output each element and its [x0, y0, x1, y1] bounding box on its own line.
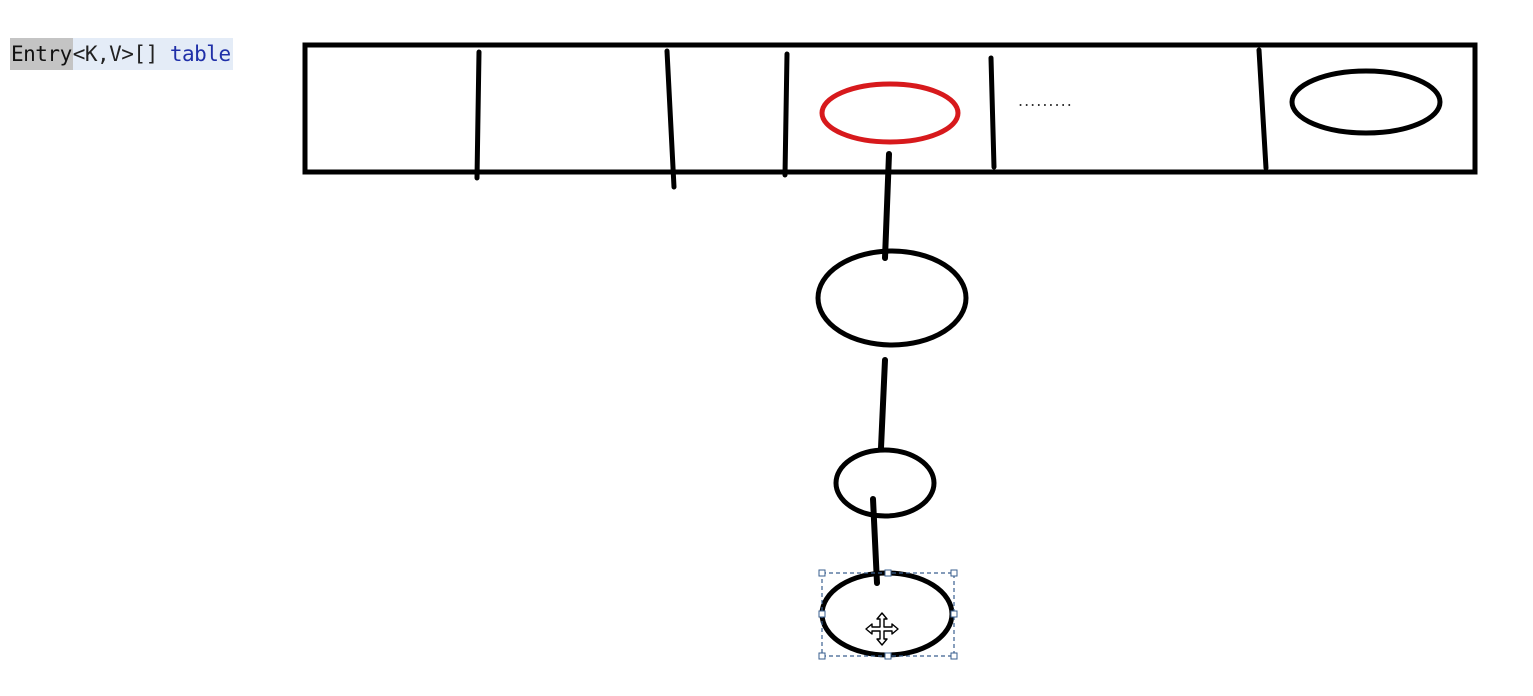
chain-node-selected[interactable]: [819, 570, 955, 658]
bucket-entry-highlighted[interactable]: [819, 81, 961, 145]
slot-divider: [474, 49, 482, 181]
code-type-token: Entry: [10, 38, 73, 70]
code-name-token: table: [169, 38, 233, 70]
selection-handle[interactable]: [818, 652, 826, 660]
code-declaration: Entry<K,V>[] table: [10, 38, 233, 70]
move-cursor-icon: [865, 612, 899, 646]
slot-divider: [1256, 47, 1269, 171]
slot-divider: [988, 55, 997, 170]
selection-handle[interactable]: [950, 610, 958, 618]
selection-frame[interactable]: [818, 569, 958, 660]
chain-link: [878, 357, 888, 451]
selection-handle[interactable]: [884, 652, 892, 660]
selection-handle[interactable]: [818, 569, 826, 577]
selection-handle[interactable]: [818, 610, 826, 618]
slot-divider: [782, 51, 790, 178]
selection-handle[interactable]: [950, 569, 958, 577]
chain-node[interactable]: [815, 248, 969, 348]
chain-node[interactable]: [833, 447, 937, 519]
bucket-entry-last[interactable]: [1289, 68, 1443, 136]
code-generic-token: <K,V>[]: [72, 38, 170, 70]
slot-divider: [664, 48, 677, 190]
chain-link: [882, 151, 892, 261]
slots-ellipsis: .........: [1018, 91, 1073, 110]
selection-handle[interactable]: [884, 569, 892, 577]
chain-link: [870, 496, 880, 586]
selection-handle[interactable]: [950, 652, 958, 660]
